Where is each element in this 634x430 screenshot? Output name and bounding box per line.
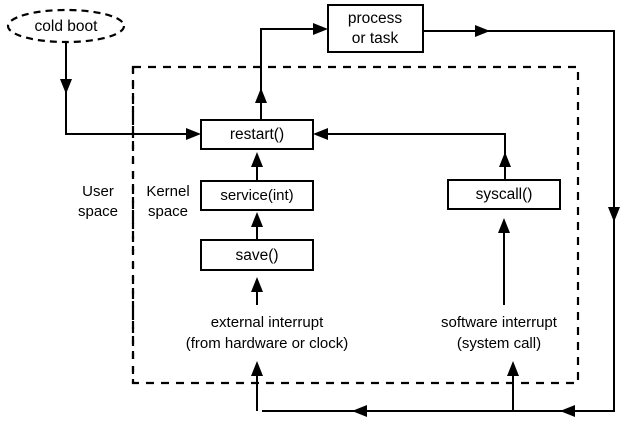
- restart-to-process-path: [260, 28, 323, 120]
- external-interrupt-riser-arrowhead: [251, 361, 263, 376]
- right-loop-down-arrowhead: [608, 207, 620, 222]
- restart-up-arrowhead: [255, 88, 267, 103]
- save-to-service-arrowhead: [251, 212, 263, 227]
- save-box: [200, 239, 314, 271]
- process-return-loop-path: [262, 30, 615, 412]
- syscall-up-arrowhead: [499, 152, 511, 167]
- bottom-return-right-arrowhead: [560, 405, 575, 417]
- user-space-label-line2: space: [78, 203, 118, 220]
- process-or-task-label-line2: or task: [352, 30, 399, 47]
- software-interrupt-caption-line2: (system call): [457, 335, 541, 352]
- kernel-space-label-line1: Kernel: [146, 183, 189, 200]
- syscall-label: syscall(): [476, 186, 533, 203]
- process-out-right-arrowhead: [475, 25, 490, 37]
- external-interrupt-to-save-arrowhead: [251, 277, 263, 292]
- restart-into-process-arrowhead: [313, 23, 328, 35]
- kernel-space-boundary: [131, 65, 580, 385]
- kernel-space-label-line2: space: [148, 203, 188, 220]
- software-interrupt-to-syscall-arrowhead: [498, 218, 510, 233]
- service-int-box: [200, 180, 314, 211]
- bottom-return-left-arrowhead: [352, 405, 367, 417]
- syscall-to-restart-path: [318, 133, 506, 180]
- external-interrupt-caption-line1: external interrupt: [211, 314, 324, 331]
- cold-boot-down-arrowhead: [60, 79, 72, 94]
- cold-boot-into-restart-arrowhead: [186, 128, 201, 140]
- syscall-into-restart-arrowhead: [313, 128, 328, 140]
- restart-label: restart(): [230, 126, 284, 143]
- cold-boot-to-restart-path: [65, 42, 196, 135]
- process-or-task-label-line1: process: [348, 10, 403, 27]
- cold-boot-label: cold boot: [35, 18, 99, 35]
- restart-box: [200, 119, 314, 150]
- save-label: save(): [235, 247, 278, 264]
- service-int-label: service(int): [220, 187, 293, 204]
- external-interrupt-caption-line2: (from hardware or clock): [186, 335, 349, 352]
- software-interrupt-riser-arrowhead: [507, 361, 519, 376]
- process-or-task-box: [327, 4, 424, 53]
- service-to-restart-arrowhead: [251, 152, 263, 167]
- software-interrupt-caption-line1: software interrupt: [441, 314, 558, 331]
- user-space-label-line1: User: [82, 183, 114, 200]
